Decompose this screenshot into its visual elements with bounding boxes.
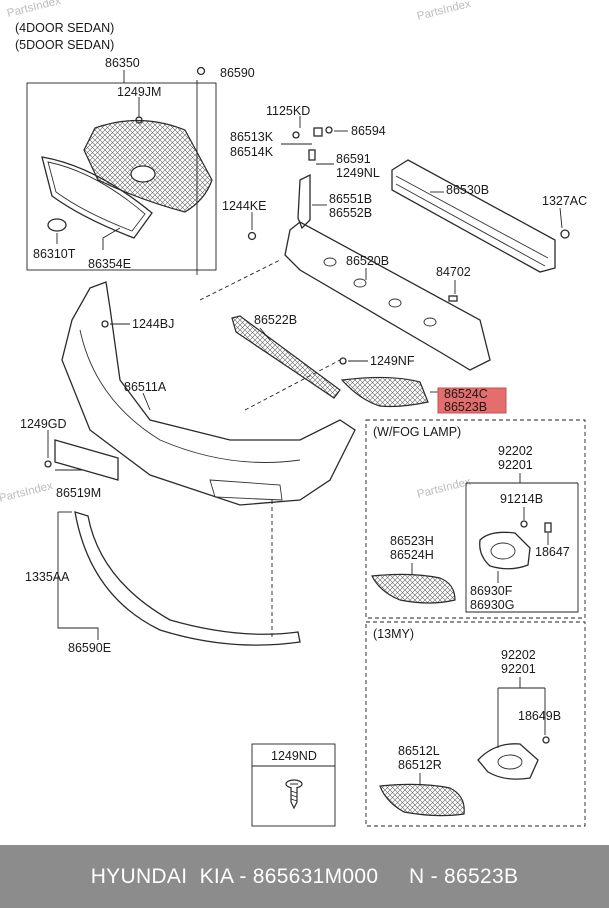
- label-86591: 86591: [336, 152, 371, 166]
- label-1249nf: 1249NF: [370, 354, 415, 368]
- fog-label-86523h: 86523H: [390, 534, 434, 548]
- clip-84702: [448, 295, 458, 302]
- label-1327ac: 1327AC: [542, 194, 587, 208]
- part-number-footer: HYUNDAI KIA - 865631M000 N - 86523B: [0, 845, 609, 908]
- label-86310t: 86310T: [33, 247, 76, 261]
- screw-icon: [285, 779, 303, 810]
- my13-label-86512l: 86512L: [398, 744, 440, 758]
- fog-lamp-86930f: [479, 531, 531, 570]
- screw-1249nf: [339, 357, 347, 365]
- label-86552b: 86552B: [329, 206, 372, 220]
- fog-label-91214b: 91214B: [500, 492, 543, 506]
- license-bracket: [54, 439, 119, 481]
- grille-frame: [41, 156, 153, 239]
- my13-bulb-18649b: [542, 736, 550, 744]
- label-1244bj: 1244BJ: [132, 317, 174, 331]
- fog-lamp-title: (W/FOG LAMP): [373, 425, 461, 439]
- watermark-right: PartsIndex: [416, 476, 472, 501]
- label-86524c: 86524C: [444, 387, 488, 401]
- label-86590e: 86590E: [68, 641, 111, 655]
- label-1249jm: 1249JM: [117, 85, 161, 99]
- fog-label-86524h: 86524H: [390, 548, 434, 562]
- label-84702: 84702: [436, 265, 471, 279]
- label-86522b: 86522B: [254, 313, 297, 327]
- label-86350: 86350: [105, 56, 140, 70]
- fog-lamp-section: (W/FOG LAMP) 92202 92201 91214B 18647 86…: [365, 419, 586, 619]
- label-86551b: 86551B: [329, 192, 372, 206]
- my13-lamp: [477, 743, 539, 780]
- fog-label-86930f: 86930F: [470, 584, 513, 598]
- screw-1249jm: [135, 116, 143, 124]
- label-1335aa: 1335AA: [25, 570, 70, 584]
- my13-label-86512r: 86512R: [398, 758, 442, 772]
- my13-title: (13MY): [373, 627, 414, 641]
- label-1125kd: 1125KD: [266, 104, 310, 118]
- variant-4door: (4DOOR SEDAN): [15, 21, 114, 35]
- label-86530b: 86530B: [446, 183, 489, 197]
- emblem: [47, 218, 67, 232]
- footer-part-numbers: HYUNDAI KIA - 865631M000 N - 86523B: [90, 864, 519, 888]
- label-86511a: 86511A: [124, 380, 167, 394]
- bumper-bracket: [297, 173, 311, 230]
- lower-grille: [231, 315, 341, 399]
- parts-diagram: PartsIndex PartsIndex PartsIndex PartsIn…: [0, 0, 587, 827]
- bolt-1125kd: [292, 131, 300, 139]
- label-1249gd: 1249GD: [20, 417, 67, 431]
- label-86514k: 86514K: [230, 145, 274, 159]
- label-1244ke: 1244KE: [222, 199, 266, 213]
- bolt-1244ke: [247, 231, 257, 241]
- grille-group-box: [26, 70, 217, 271]
- clip-86594: [325, 126, 333, 134]
- label-86519m: 86519M: [56, 486, 101, 500]
- watermark-left: PartsIndex: [0, 480, 54, 505]
- screw-box-title: 1249ND: [271, 749, 317, 763]
- bolt-1244bj: [101, 320, 109, 328]
- my13-label-18649b: 18649B: [518, 709, 561, 723]
- fog-label-92201: 92201: [498, 458, 533, 472]
- my13-label-92201: 92201: [501, 662, 536, 676]
- bumper-beam: [391, 159, 556, 273]
- fog-screw-91214b: [520, 520, 528, 528]
- my13-label-92202: 92202: [501, 648, 536, 662]
- fog-cover-86523h: [371, 573, 456, 604]
- fog-label-18647: 18647: [535, 545, 570, 559]
- fog-cover-86523b: [340, 376, 429, 408]
- label-86354e: 86354E: [88, 257, 131, 271]
- screw-box: 1249ND: [251, 743, 336, 827]
- bracket-86513k: [313, 127, 323, 137]
- my13-cover: [379, 783, 465, 817]
- nut-1327ac: [560, 229, 570, 239]
- radiator-grille: [83, 119, 213, 213]
- fog-label-92202: 92202: [498, 444, 533, 458]
- label-86523b: 86523B: [444, 400, 487, 414]
- label-86513k: 86513K: [230, 130, 274, 144]
- highlight-box: [437, 387, 507, 414]
- watermark-top-right: PartsIndex: [416, 0, 472, 23]
- bolt-86591: [308, 149, 316, 161]
- variant-5door: (5DOOR SEDAN): [15, 38, 114, 52]
- energy-absorber: [284, 221, 491, 371]
- label-86590: 86590: [220, 66, 255, 80]
- label-86520b: 86520B: [346, 254, 389, 268]
- screw-1249gd: [44, 460, 52, 468]
- clip-86590: [196, 66, 206, 76]
- my13-section: (13MY) 92202 92201 18649B 86512L 86512R: [365, 621, 586, 827]
- bumper-lip: [74, 511, 301, 646]
- fog-label-86930g: 86930G: [470, 598, 514, 612]
- front-bumper-cover: [61, 281, 356, 506]
- watermark-top: PartsIndex: [6, 0, 62, 20]
- fog-bulb-18647: [544, 522, 552, 533]
- label-86594: 86594: [351, 124, 386, 138]
- label-1249nl: 1249NL: [336, 166, 380, 180]
